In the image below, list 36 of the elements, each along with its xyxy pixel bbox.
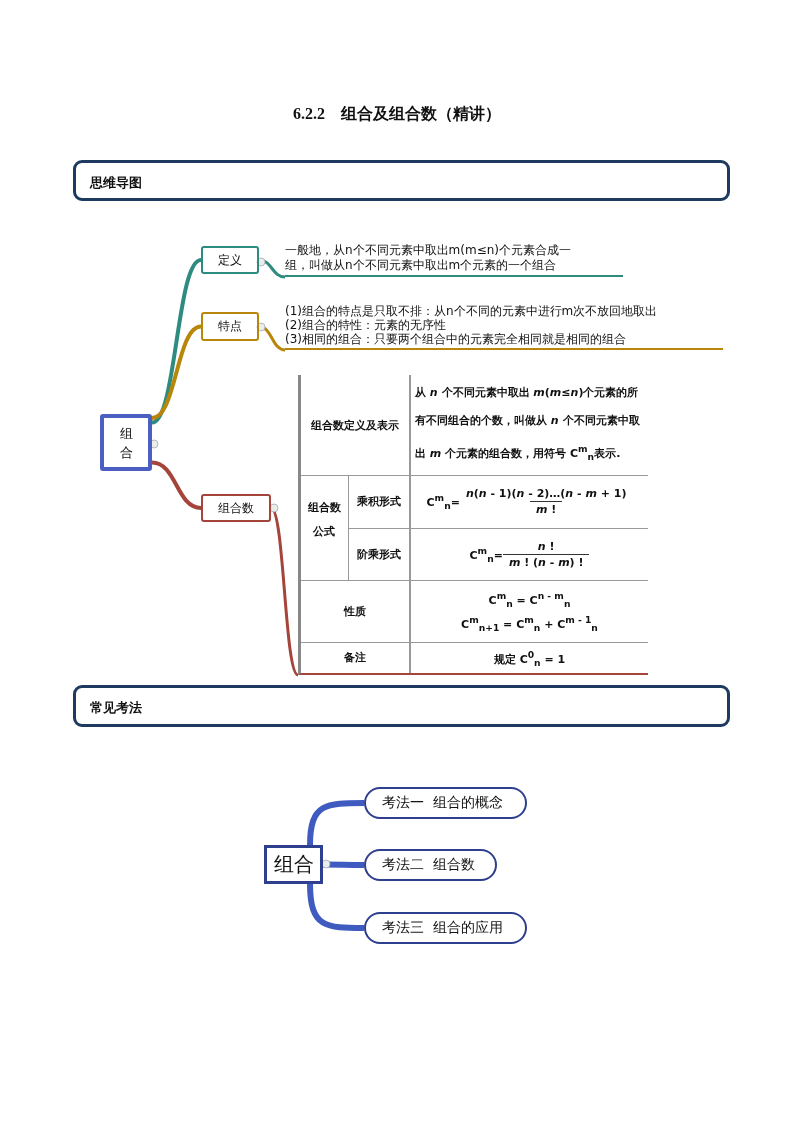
note-block bbox=[285, 303, 723, 350]
table-cell: 性质 bbox=[301, 580, 410, 643]
branch-line bbox=[307, 883, 364, 931]
section-header: 思维导图 bbox=[73, 160, 730, 201]
root-box: 组合 bbox=[264, 845, 323, 884]
branch-line bbox=[307, 800, 364, 846]
root-box: 组合 bbox=[100, 414, 152, 471]
table-cell: 组合数定义及表示 bbox=[301, 375, 410, 476]
topic-pill: 考法三 组合的应用 bbox=[364, 912, 527, 944]
section-header: 常见考法 bbox=[73, 685, 730, 727]
formula-text: C$^{m}$$_{n}$= bbox=[469, 548, 503, 562]
denominator: m ! (n - m) ! bbox=[502, 553, 590, 570]
denominator: m ! bbox=[530, 501, 563, 518]
table-cell: 规定 C$^{0}$$_{n}$ = 1 bbox=[410, 642, 648, 673]
table bbox=[298, 375, 648, 675]
table-cell: 阶乘形式 bbox=[348, 528, 410, 581]
topic-box: 组合数 bbox=[201, 494, 271, 522]
formula-text: C$^{m}$$_{n}$= bbox=[426, 496, 460, 510]
branch-line bbox=[151, 460, 202, 510]
title: 6.2.2 组合及组合数（精讲） bbox=[292, 104, 502, 124]
table-cell: 乘积形式 bbox=[348, 475, 410, 529]
topic-box: 特点 bbox=[201, 312, 259, 341]
numerator: n(n - 1)(n - 2)…(n - m + 1) bbox=[464, 486, 628, 502]
note-line: (1)组合的特点是只取不排：从n个不同的元素中进行m次不放回地取出 bbox=[285, 304, 658, 318]
topic-pill: 考法二 组合数 bbox=[364, 849, 497, 881]
table-cell: 组合数公式 bbox=[301, 475, 348, 581]
table-cell: 从 n 个不同元素中取出 m(m≤n)个元素的所有不同组合的个数，叫做从 n 个不同元素中取出 m 个元素的组合数，用符号 C$^{m}$$_{n}$表示. bbox=[410, 375, 648, 476]
note-line: (3)相同的组合：只要两个组合中的元素完全相同就是相同的组合 bbox=[285, 332, 626, 346]
topic-pill: 考法一 组合的概念 bbox=[364, 787, 527, 819]
table-cell: 备注 bbox=[301, 642, 410, 673]
numerator: n ! bbox=[536, 538, 556, 554]
note-line: (2)组合的特性：元素的无序性 bbox=[285, 318, 446, 332]
branch-line bbox=[151, 258, 202, 425]
branch-line bbox=[151, 324, 202, 420]
topic-box: 定义 bbox=[201, 246, 259, 274]
branch-text: 一般地，从n个不同元素中取出m(m≤n)个元素合成一组，叫做从n个不同元素中取出m个元素的一个组合 bbox=[285, 240, 623, 277]
